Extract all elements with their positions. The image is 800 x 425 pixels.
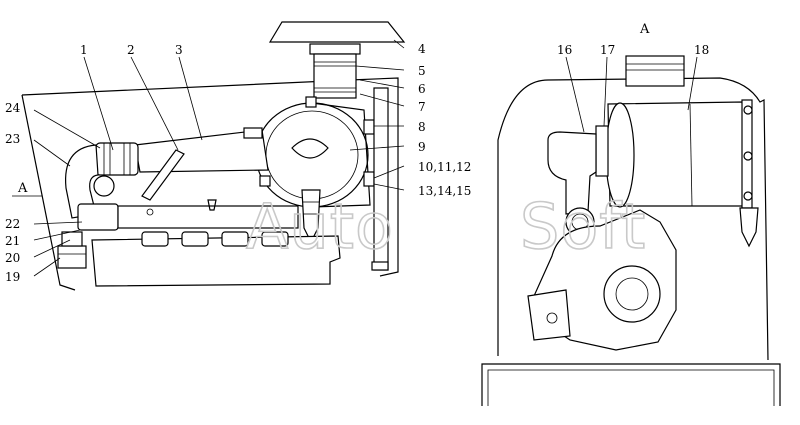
- cab-lower-edge: [21, 94, 76, 291]
- clamp-left: [259, 175, 271, 187]
- callout-7: 7: [418, 100, 426, 114]
- callout-24: 24: [5, 101, 21, 115]
- callout-19: 19: [5, 270, 20, 284]
- clamp-right-1: [363, 119, 375, 135]
- view-mark-right: A: [639, 22, 650, 37]
- mount-foot: [61, 231, 83, 247]
- filter-body-right: [311, 102, 371, 208]
- callout-5: 5: [418, 64, 426, 78]
- callout-17: 17: [600, 43, 615, 57]
- mount-bracket-19: [57, 245, 87, 269]
- callout-21: 21: [5, 234, 20, 248]
- fan-hub: [603, 265, 661, 323]
- support-rod: [371, 261, 389, 271]
- cab-outline: [21, 77, 399, 277]
- callout-2: 2: [127, 43, 135, 57]
- clamp-right-2: [363, 171, 375, 187]
- watermark-right: Soft: [520, 190, 646, 263]
- dust-valve-right: [739, 207, 759, 248]
- callout-23: 23: [5, 132, 20, 146]
- cylinder-port-1: [141, 231, 169, 247]
- turbo-connector: [77, 203, 119, 231]
- small-hose: [141, 149, 185, 201]
- front-view-a: [481, 55, 781, 406]
- dust-valve: [301, 189, 321, 244]
- intake-pipe-top: [625, 55, 685, 87]
- precleaner-cap: [268, 21, 406, 43]
- cylinder-port-4: [261, 231, 289, 247]
- view-mark-left: A: [17, 181, 28, 196]
- pipe-tab: [207, 199, 217, 211]
- callout-1: 1: [80, 43, 88, 57]
- filter-outlet-port: [291, 138, 329, 159]
- engine-block: [91, 235, 341, 287]
- callout-3: 3: [175, 43, 183, 57]
- callout-4: 4: [418, 42, 426, 56]
- callout-20: 20: [5, 251, 20, 265]
- frame-base: [481, 363, 781, 406]
- hose-clamp-17: [595, 125, 609, 177]
- callout-labels: 1 2 3 4 5 6 7 8 9 10,11,12 13,14,15 16 1…: [5, 42, 709, 284]
- callout-8: 8: [418, 120, 426, 134]
- turbo-flange: [93, 175, 115, 197]
- precleaner-base: [309, 43, 361, 55]
- bracket-arm: [527, 289, 571, 341]
- watermark: Auto: [246, 190, 394, 263]
- callout-18: 18: [694, 43, 709, 57]
- curved-hose: [547, 131, 597, 215]
- cab-rear-outline: [497, 77, 769, 361]
- callout-9: 9: [418, 140, 426, 154]
- callout-22: 22: [5, 217, 20, 231]
- cylinder-port-3: [221, 231, 249, 247]
- callout-10-11-12: 10,11,12: [418, 160, 471, 174]
- lower-pipe: [117, 205, 299, 229]
- callout-13-14-15: 13,14,15: [418, 184, 471, 198]
- duct-bracket: [243, 127, 263, 139]
- intake-pipe: [313, 53, 357, 99]
- callout-6: 6: [418, 82, 426, 96]
- hose-sleeve: [95, 142, 139, 176]
- cylinder-port-2: [181, 231, 209, 247]
- clamp-top: [305, 96, 317, 108]
- side-view: [12, 21, 406, 291]
- callout-16: 16: [557, 43, 572, 57]
